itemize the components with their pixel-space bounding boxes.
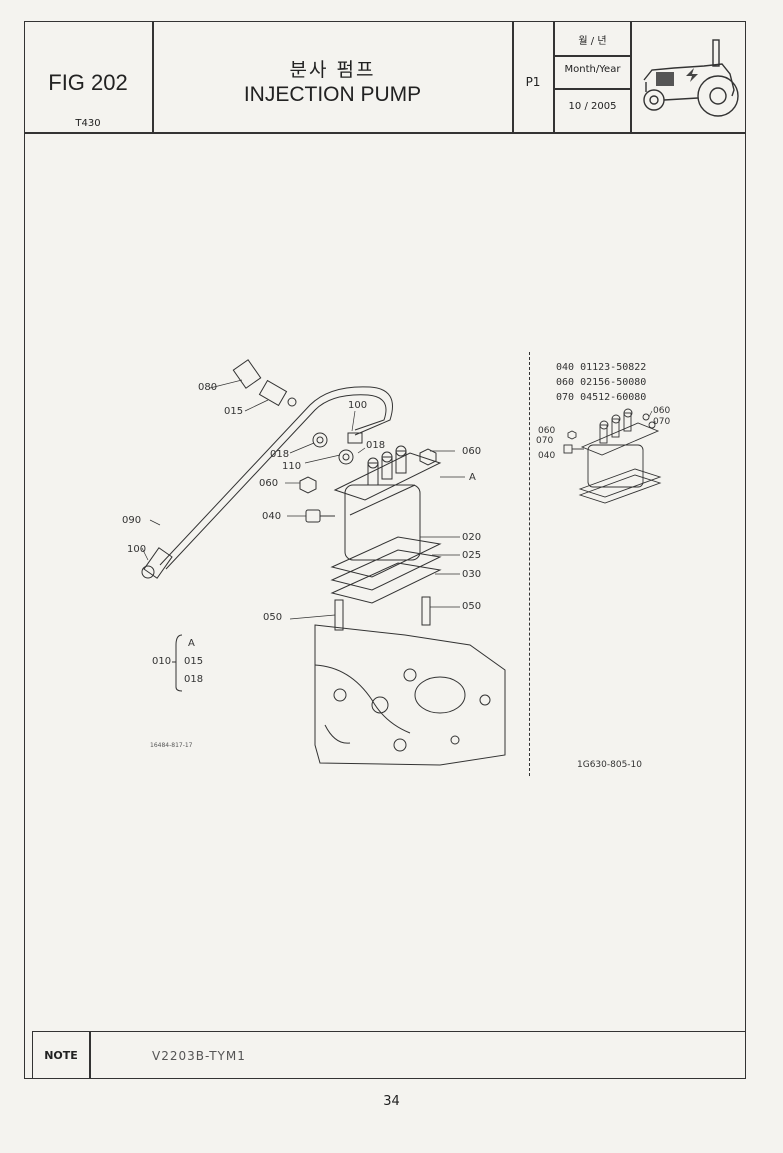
- header-divider-4: [630, 21, 632, 133]
- model-label: T430: [75, 118, 101, 129]
- page-number: 34: [383, 1094, 400, 1109]
- date-cell-rule-1: [553, 55, 631, 57]
- note-label: NOTE: [44, 1049, 78, 1062]
- callout-060-right: 060: [462, 446, 482, 457]
- inset-part-070: 070 04512-60080: [556, 392, 647, 403]
- callout-025: 025: [462, 550, 482, 561]
- left-drawing-code: 16484-817-17: [150, 742, 193, 749]
- callout-A: A: [469, 472, 476, 483]
- callout-015: 015: [224, 406, 244, 417]
- header-divider-3: [553, 21, 555, 133]
- inset-callout-070-right: 070: [653, 417, 671, 427]
- tractor-icon: [643, 39, 739, 117]
- callout-080: 080: [198, 382, 218, 393]
- date-header-english: Month/Year: [564, 64, 621, 75]
- title-korean: 분사 펌프: [289, 59, 376, 81]
- fig-label: FIG 202: [48, 70, 128, 95]
- page-code: P1: [525, 75, 541, 89]
- date-header-korean: 월 / 년: [578, 36, 607, 47]
- group-parent-010: 010: [152, 656, 172, 667]
- inset-part-040: 040 01123-50822: [556, 362, 647, 373]
- note-value: V2203B-TYM1: [152, 1049, 246, 1063]
- header-bottom-rule: [24, 132, 746, 134]
- callout-040: 040: [262, 511, 282, 522]
- injection-pump-diagram: [141, 359, 506, 766]
- note-row: [32, 1031, 746, 1079]
- header-divider-2: [512, 21, 514, 133]
- callout-060-left: 060: [259, 478, 279, 489]
- inset-callout-040-left: 040: [538, 451, 556, 461]
- inset-part-060: 060 02156-50080: [556, 377, 647, 388]
- callout-030: 030: [462, 569, 482, 580]
- callout-100-left: 100: [127, 544, 147, 555]
- inset-pump-drawing: [563, 408, 662, 504]
- callout-110: 110: [282, 461, 302, 472]
- inset-drawing-code: 1G630-805-10: [577, 760, 643, 770]
- date-value: 10 / 2005: [568, 101, 617, 112]
- callout-020: 020: [462, 532, 482, 543]
- callout-018-left: 018: [270, 449, 290, 460]
- callout-100-top: 100: [348, 400, 368, 411]
- callout-090: 090: [122, 515, 142, 526]
- group-item-A: A: [188, 638, 195, 649]
- date-cell-rule-2: [553, 88, 631, 90]
- inset-callout-070-left: 070: [536, 436, 554, 446]
- callout-050-left: 050: [263, 612, 283, 623]
- title-english: INJECTION PUMP: [243, 83, 422, 106]
- header-divider-1: [152, 21, 154, 133]
- inset-callout-060-left: 060: [538, 426, 556, 436]
- note-divider: [89, 1031, 91, 1079]
- callout-018-right: 018: [366, 440, 386, 451]
- group-item-018: 018: [184, 674, 204, 685]
- inset-divider: [529, 352, 530, 776]
- group-item-015: 015: [184, 656, 204, 667]
- callout-050-right: 050: [462, 601, 482, 612]
- inset-callout-060-right: 060: [653, 406, 671, 416]
